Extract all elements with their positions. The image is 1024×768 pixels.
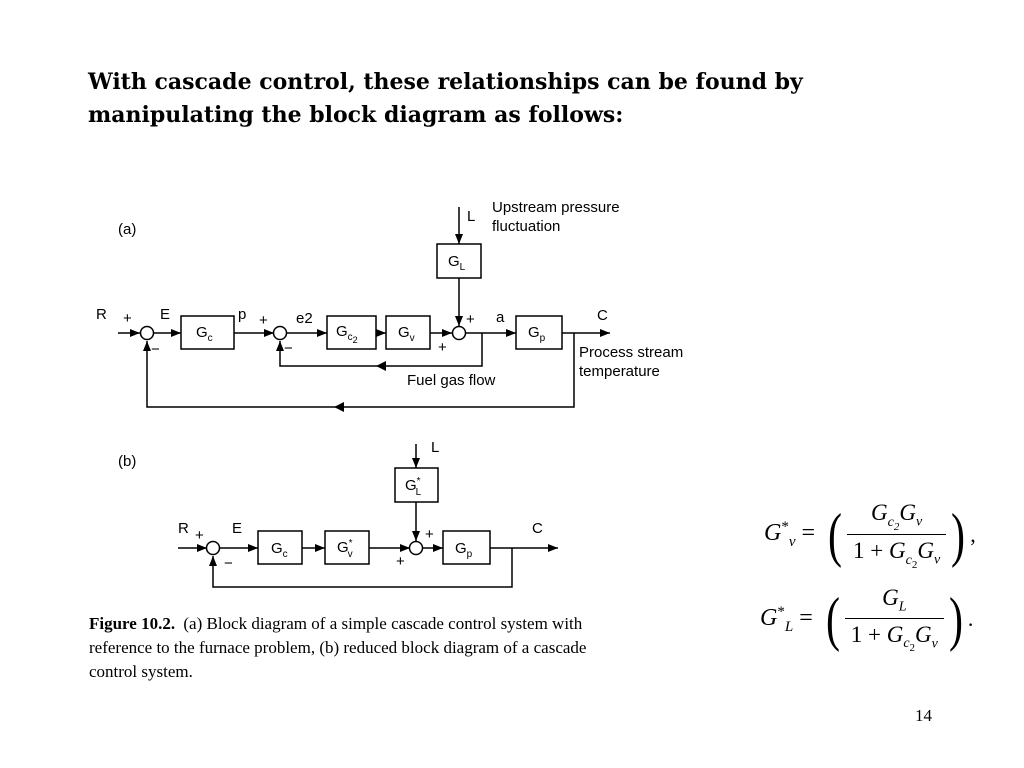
a-block-gc2 [326, 315, 377, 350]
a-plus-2: + [259, 312, 268, 329]
a-block-gp [515, 315, 563, 350]
b-summing-junction-1 [205, 540, 221, 556]
page-number: 14 [915, 706, 932, 725]
b-plus-2: + [425, 526, 434, 543]
figure-caption: Figure 10.2. (a) Block diagram of a simp… [89, 612, 709, 684]
b-block-gv-label: G*v [337, 538, 353, 560]
b-block-gc-label: Gc [271, 540, 288, 560]
diagram-b [178, 444, 558, 588]
b-feedback-loop [209, 548, 513, 588]
a-plus-4: + [438, 339, 447, 356]
eq1-open-paren: ( [828, 502, 843, 569]
b-label-e: E [232, 520, 242, 537]
b-plus-3: + [396, 553, 405, 570]
a-label-p: p [238, 306, 246, 323]
slide-title: With cascade control, these relationship… [88, 66, 888, 132]
b-plus-1: + [195, 527, 204, 544]
a-outer-feedback-arrow [334, 402, 344, 412]
a-block-gl [436, 243, 482, 279]
a-label-e: E [160, 306, 170, 323]
eq1-fraction: Gc2Gv 1 + Gc2Gv [847, 500, 947, 571]
a-summing-junction-1 [139, 325, 155, 341]
a-block-gc-label: Gc [196, 324, 213, 344]
a-minus-2: − [284, 340, 293, 357]
a-process-line-1: Process stream [579, 344, 683, 361]
a-label-l: L [467, 208, 475, 225]
a-block-gc [180, 315, 235, 350]
b-label-r: R [178, 520, 189, 537]
caption-label: Figure 10.2. [89, 614, 176, 633]
b-block-gp [442, 530, 491, 565]
eq1-punct: , [970, 522, 976, 548]
a-minus-1: − [151, 341, 160, 358]
b-minus-1: − [224, 555, 233, 572]
a-summing-junction-2 [272, 325, 288, 341]
b-label-c: C [532, 520, 543, 537]
slide-title-line-1: With cascade control, these relationship… [88, 69, 803, 95]
a-outer-feedback-loop [143, 333, 575, 408]
b-block-gv [324, 530, 370, 565]
equation-gl-star: G*L = ( GL 1 + Gc2Gv ) . [760, 585, 973, 654]
eq1-close-paren: ) [951, 502, 966, 569]
b-block-gp-label: Gp [455, 540, 473, 560]
a-block-gv [385, 315, 431, 350]
eq1-numerator: Gc2Gv [871, 500, 923, 533]
caption-line-3: control system. [89, 662, 193, 681]
eq2-punct: . [967, 606, 974, 632]
diagram-b-labels: (b) L R + E − + + C G*L Gc G*v Gp [118, 439, 543, 572]
a-inner-feedback-arrow [376, 361, 386, 371]
a-upstream-line-2: fluctuation [492, 218, 560, 235]
eq2-lhs: G*L = [760, 603, 813, 635]
equation-gv-star: G*v = ( Gc2Gv 1 + Gc2Gv ) , [764, 500, 976, 571]
a-panel-label: (a) [118, 221, 136, 238]
a-block-gl-label: GL [448, 253, 466, 273]
a-block-gv-label: Gv [398, 324, 415, 344]
b-block-gc [257, 530, 303, 565]
eq2-numerator: GL [882, 585, 907, 615]
a-process-line-2: temperature [579, 363, 660, 380]
a-plus-1: + [123, 310, 132, 327]
eq1-denominator: 1 + Gc2Gv [847, 534, 947, 571]
eq2-close-paren: ) [948, 586, 963, 653]
a-label-c: C [597, 307, 608, 324]
a-block-gc2-label: Gc2 [336, 323, 358, 345]
a-label-a: a [496, 309, 505, 326]
b-label-l: L [431, 439, 439, 456]
a-upstream-line-1: Upstream pressure [492, 199, 620, 216]
diagram-a-labels: (a) L Upstream pressure fluctuation R + … [96, 199, 683, 389]
a-block-gp-label: Gp [528, 324, 546, 344]
a-plus-3: + [466, 311, 475, 328]
b-summing-junction-2 [408, 540, 424, 556]
a-inner-feedback-loop [276, 333, 483, 367]
caption-line-2: reference to the furnace problem, (b) re… [89, 638, 587, 657]
eq2-fraction: GL 1 + Gc2Gv [844, 585, 944, 654]
b-block-gl [394, 467, 439, 503]
caption-text-1: (a) Block diagram of a simple cascade co… [183, 614, 583, 633]
eq1-lhs: G*v = [764, 519, 816, 551]
caption-line-1: Figure 10.2. (a) Block diagram of a simp… [89, 612, 709, 636]
b-panel-label: (b) [118, 453, 136, 470]
b-block-gl-label: G*L [405, 476, 422, 498]
slide-title-line-2: manipulating the block diagram as follow… [88, 102, 624, 128]
a-fuel-gas-label: Fuel gas flow [407, 372, 496, 389]
a-summing-junction-3 [451, 325, 467, 341]
eq2-open-paren: ( [825, 586, 840, 653]
diagram-a [118, 207, 610, 412]
eq2-denominator: 1 + Gc2Gv [844, 617, 944, 654]
a-label-e2: e2 [296, 310, 313, 327]
a-label-r: R [96, 306, 107, 323]
